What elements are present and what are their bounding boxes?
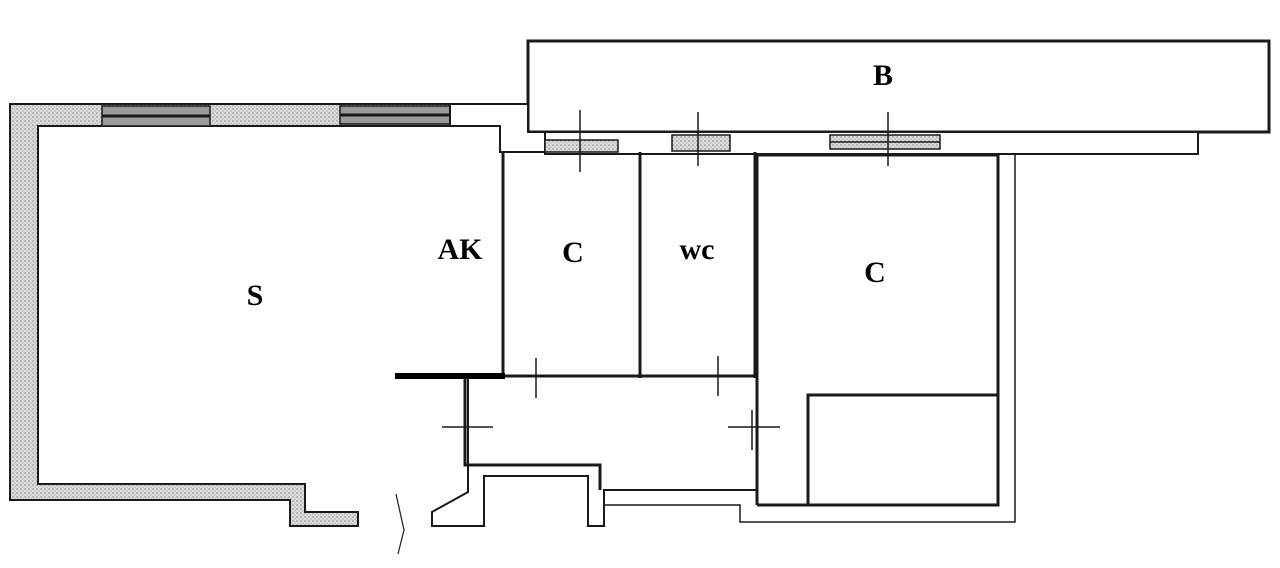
window-room-c1 [544, 139, 619, 153]
balcony-outline [526, 39, 1271, 134]
room-large-label: C [864, 256, 886, 289]
hall-inner-wall [463, 378, 602, 490]
closet-outline [806, 393, 998, 505]
living-room-wall [9, 103, 501, 527]
window-wc [671, 134, 731, 152]
entrance-door [395, 493, 405, 555]
balcony-label: B [873, 59, 893, 92]
room-small-label: C [562, 236, 584, 269]
living-room-label: S [247, 279, 264, 312]
bathroom-label: wc [680, 233, 715, 266]
hall-left-wall [431, 378, 758, 527]
right-room-outline [757, 153, 1000, 507]
kitchenette-label: AK [438, 233, 484, 266]
right-outer-wall [604, 153, 1198, 523]
